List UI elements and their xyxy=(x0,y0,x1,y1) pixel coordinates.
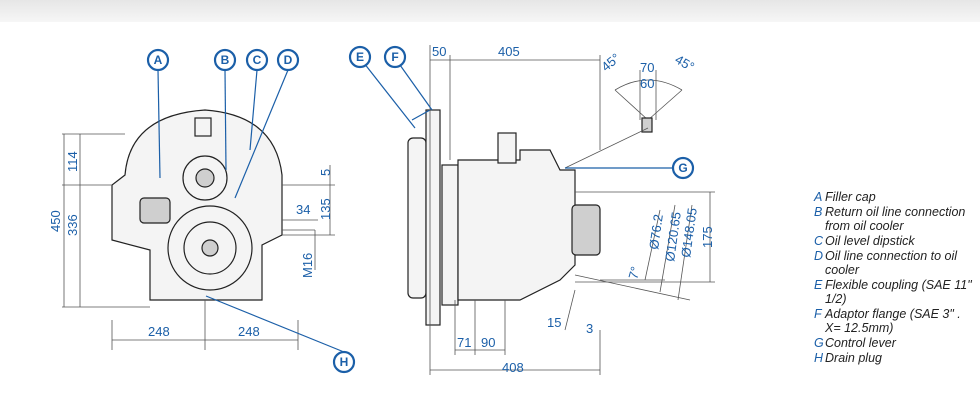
callout-a: A xyxy=(146,48,170,72)
dim-114: 114 xyxy=(65,151,80,172)
dim-90: 90 xyxy=(481,335,495,350)
callout-f: F xyxy=(383,45,407,69)
legend-key: H xyxy=(814,351,824,365)
angle-45-left: 45° xyxy=(598,50,623,74)
dim-3: 3 xyxy=(586,321,593,336)
svg-text:E: E xyxy=(356,50,364,64)
dim-135: 135 xyxy=(318,198,333,220)
dim-248-right: 248 xyxy=(238,324,260,339)
front-view xyxy=(62,109,335,350)
callout-leaders xyxy=(157,57,673,353)
legend-text: Adaptor flange (SAE 3" . X= 12.5mm) xyxy=(825,307,961,335)
dim-15: 15 xyxy=(547,315,561,330)
dim-60: 60 xyxy=(640,76,654,91)
dim-m16: M16 xyxy=(300,253,315,278)
svg-text:C: C xyxy=(253,53,262,67)
dim-71: 71 xyxy=(457,335,471,350)
legend-key: A xyxy=(814,190,823,204)
dia-148-05: Ø148.05 xyxy=(678,207,700,258)
legend-text: Drain plug xyxy=(825,351,882,365)
angle-45-right: 45° xyxy=(673,52,698,75)
legend-key: F xyxy=(814,307,822,321)
legend-text: Oil level dipstick xyxy=(825,234,915,248)
legend-text: Return oil line connection from oil cool… xyxy=(825,205,966,233)
dim-450: 450 xyxy=(48,210,63,232)
side-view xyxy=(407,45,715,375)
legend-text: Flexible coupling (SAE 11" 1/2) xyxy=(825,278,972,306)
dia-120-65: Ø120.65 xyxy=(662,211,684,262)
callout-c: C xyxy=(245,48,269,72)
dim-405: 405 xyxy=(498,44,520,59)
legend-key: C xyxy=(814,234,824,248)
dim-5: 5 xyxy=(318,169,333,176)
legend-text: Filler cap xyxy=(825,190,876,204)
legend-key: E xyxy=(814,278,823,292)
callout-b: B xyxy=(213,48,237,72)
dim-50: 50 xyxy=(432,44,446,59)
svg-text:B: B xyxy=(221,53,230,67)
legend-text: Control lever xyxy=(825,336,896,350)
callout-d: D xyxy=(276,48,300,72)
dim-34: 34 xyxy=(296,202,310,217)
dim-336: 336 xyxy=(65,214,80,236)
top-band xyxy=(0,0,980,22)
svg-text:A: A xyxy=(154,53,163,67)
dim-70: 70 xyxy=(640,60,654,75)
dim-175: 175 xyxy=(700,226,715,248)
svg-text:H: H xyxy=(340,355,349,369)
svg-text:D: D xyxy=(284,53,293,67)
svg-text:G: G xyxy=(678,161,687,175)
callout-h: H xyxy=(332,350,356,374)
legend-key: G xyxy=(814,336,824,350)
svg-text:F: F xyxy=(391,50,398,64)
legend-key: B xyxy=(814,205,823,219)
legend-text: Oil line connection to oil cooler xyxy=(825,249,958,277)
dim-408: 408 xyxy=(502,360,524,375)
callout-e: E xyxy=(348,45,372,69)
angle-7: 7° xyxy=(625,265,643,281)
callout-g: G xyxy=(671,156,695,180)
legend-key: D xyxy=(814,249,824,263)
dim-248-left: 248 xyxy=(148,324,170,339)
dia-76-2: Ø76.2 xyxy=(646,213,666,250)
